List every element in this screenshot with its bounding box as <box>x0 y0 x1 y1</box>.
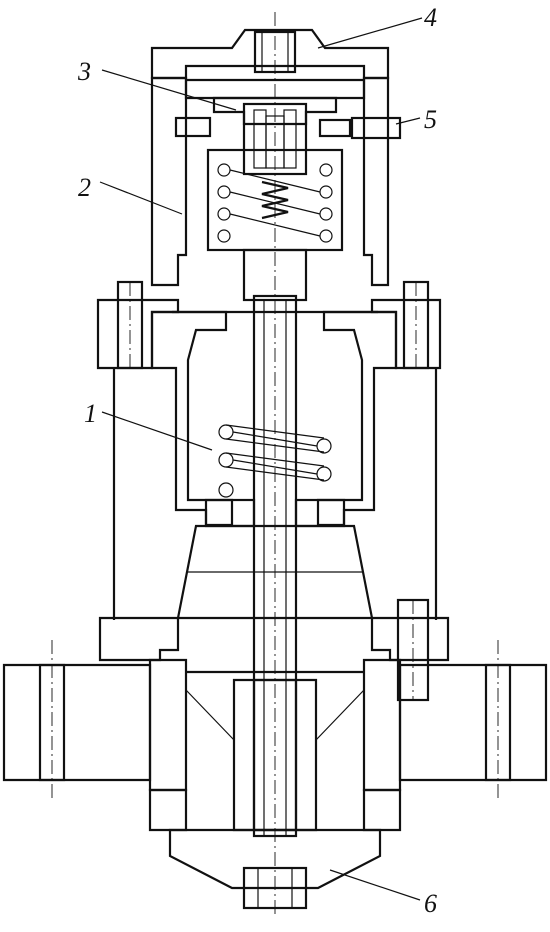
top-cap <box>150 28 390 80</box>
upper-housing <box>150 76 402 287</box>
callout-4: 4 <box>424 3 437 32</box>
main-spring <box>218 424 332 498</box>
callout-1: 1 <box>84 399 97 428</box>
lower-body <box>2 598 548 832</box>
cone-guide <box>176 524 374 620</box>
middle-flange <box>96 280 442 620</box>
callout-2: 2 <box>78 173 91 202</box>
callout-5: 5 <box>424 105 437 134</box>
leader-lines <box>99 17 423 901</box>
main-stem <box>242 12 308 918</box>
callout-6: 6 <box>424 889 437 918</box>
bottom-plug <box>168 828 382 910</box>
callout-3: 3 <box>77 57 91 86</box>
